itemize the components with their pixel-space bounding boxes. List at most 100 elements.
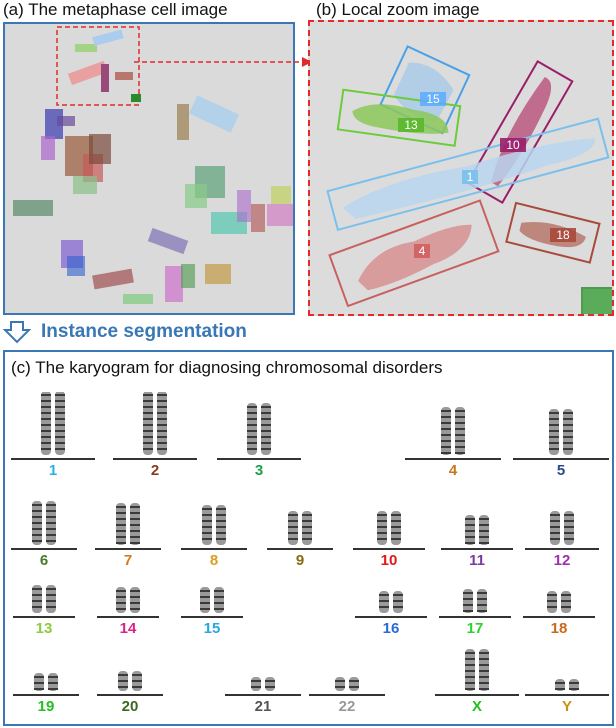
chromosome-pair-2	[143, 392, 167, 455]
chromosome-pair-6	[32, 501, 56, 545]
karyogram-baseline	[355, 616, 427, 618]
karyogram-baseline	[523, 616, 595, 618]
karyogram-baseline	[309, 694, 385, 696]
segmentation-label: Instance segmentation	[41, 321, 247, 342]
chromosome-number-18: 18	[550, 620, 568, 637]
karyogram-baseline	[181, 548, 247, 550]
local-zoom-image: 15 13 10 1 4 18	[308, 20, 614, 316]
karyogram-baseline	[11, 458, 95, 460]
panel-a-title: (a) The metaphase cell image	[3, 0, 228, 19]
karyogram-slot-22: 22	[309, 646, 385, 716]
karyogram-slot-6: 6	[11, 492, 77, 570]
karyogram-baseline	[525, 548, 599, 550]
chromosome-number-12: 12	[553, 552, 571, 569]
karyogram-slot-2: 2	[113, 392, 197, 480]
karyogram-baseline	[441, 548, 513, 550]
karyogram-slot-1: 1	[11, 392, 95, 480]
chromosome-number-4: 4	[448, 462, 458, 479]
chromosome-pair-14	[116, 587, 140, 613]
label-1: 1	[467, 170, 474, 184]
karyogram-baseline	[405, 458, 501, 460]
karyogram-slot-11: 11	[441, 492, 513, 570]
metaphase-cell-drawing	[5, 24, 293, 313]
chromosome-pair-X	[465, 649, 489, 691]
karyogram-slot-8: 8	[181, 492, 247, 570]
karyogram-baseline	[267, 548, 333, 550]
karyogram-slot-18: 18	[523, 574, 595, 638]
karyogram-baseline	[439, 616, 511, 618]
chromosome-number-Y: Y	[561, 698, 572, 715]
label-13: 13	[404, 118, 418, 132]
chromosome-number-17: 17	[466, 620, 484, 637]
karyogram-baseline	[11, 548, 77, 550]
karyogram-slot-13: 13	[13, 574, 75, 638]
chromosome-number-15: 15	[203, 620, 221, 637]
chromosome-pair-11	[465, 515, 489, 545]
chromosome-number-5: 5	[556, 462, 566, 479]
chromosome-pair-20	[118, 671, 142, 691]
karyogram-baseline	[435, 694, 519, 696]
karyogram-slot-7: 7	[95, 492, 161, 570]
karyogram-slot-5: 5	[513, 392, 609, 480]
karyogram-slot-16: 16	[355, 574, 427, 638]
chromosome-pair-5	[549, 409, 573, 455]
chromosome-pair-3	[247, 403, 271, 455]
karyogram-baseline	[513, 458, 609, 460]
chromosome-number-21: 21	[254, 698, 272, 715]
karyogram-slot-14: 14	[97, 574, 159, 638]
chromosome-number-1: 1	[48, 462, 58, 479]
label-15: 15	[426, 92, 440, 106]
karyogram-slot-19: 19	[13, 646, 79, 716]
karyogram-panel: (c) The karyogram for diagnosing chromos…	[3, 350, 614, 726]
chromosome-pair-12	[550, 511, 574, 545]
chromosome-number-10: 10	[380, 552, 398, 569]
karyogram-baseline	[217, 458, 301, 460]
karyogram-slot-4: 4	[405, 392, 501, 480]
karyogram-slot-20: 20	[97, 646, 163, 716]
chromosome-pair-9	[288, 511, 312, 545]
chromosome-number-7: 7	[123, 552, 133, 569]
karyogram-slot-12: 12	[525, 492, 599, 570]
karyogram-baseline	[353, 548, 425, 550]
chromosome-pair-17	[463, 589, 487, 613]
chromosome-number-3: 3	[254, 462, 264, 479]
chromosome-number-14: 14	[119, 620, 137, 637]
karyogram-slot-9: 9	[267, 492, 333, 570]
karyogram-slot-3: 3	[217, 392, 301, 480]
karyogram-baseline	[181, 616, 243, 618]
karyogram-slot-Y: Y	[525, 646, 609, 716]
chromosome-pair-7	[116, 503, 140, 545]
panel-c-title: (c) The karyogram for diagnosing chromos…	[11, 358, 443, 377]
chromosome-pair-10	[377, 511, 401, 545]
chromosome-pair-8	[202, 505, 226, 545]
chromosome-pair-Y	[555, 679, 579, 691]
chromosome-number-13: 13	[35, 620, 53, 637]
label-18: 18	[556, 228, 570, 242]
segmentation-step: Instance segmentation	[3, 318, 247, 346]
chromosome-number-19: 19	[37, 698, 55, 715]
zoom-pointer-arrow	[134, 57, 312, 67]
chromosome-number-8: 8	[209, 552, 219, 569]
karyogram-baseline	[113, 458, 197, 460]
chromosome-number-20: 20	[121, 698, 139, 715]
chromosome-number-9: 9	[295, 552, 305, 569]
karyogram-slot-X: X	[435, 646, 519, 716]
karyogram-baseline	[225, 694, 301, 696]
karyogram-baseline	[95, 548, 161, 550]
chromosome-number-16: 16	[382, 620, 400, 637]
chromosome-pair-21	[251, 677, 275, 691]
chromosome-pair-19	[34, 673, 58, 691]
chromosome-pair-16	[379, 591, 403, 613]
karyogram-slot-21: 21	[225, 646, 301, 716]
karyogram-baseline	[525, 694, 609, 696]
label-4: 4	[419, 244, 426, 258]
karyogram-slot-17: 17	[439, 574, 511, 638]
karyogram-baseline	[97, 694, 163, 696]
karyogram-baseline	[13, 616, 75, 618]
local-zoom-drawing: 15 13 10 1 4 18	[310, 22, 612, 314]
chromosome-pair-13	[32, 585, 56, 613]
chromosome-number-6: 6	[39, 552, 49, 569]
down-arrow-icon	[3, 321, 31, 344]
karyogram-baseline	[13, 694, 79, 696]
karyogram-baseline	[97, 616, 159, 618]
